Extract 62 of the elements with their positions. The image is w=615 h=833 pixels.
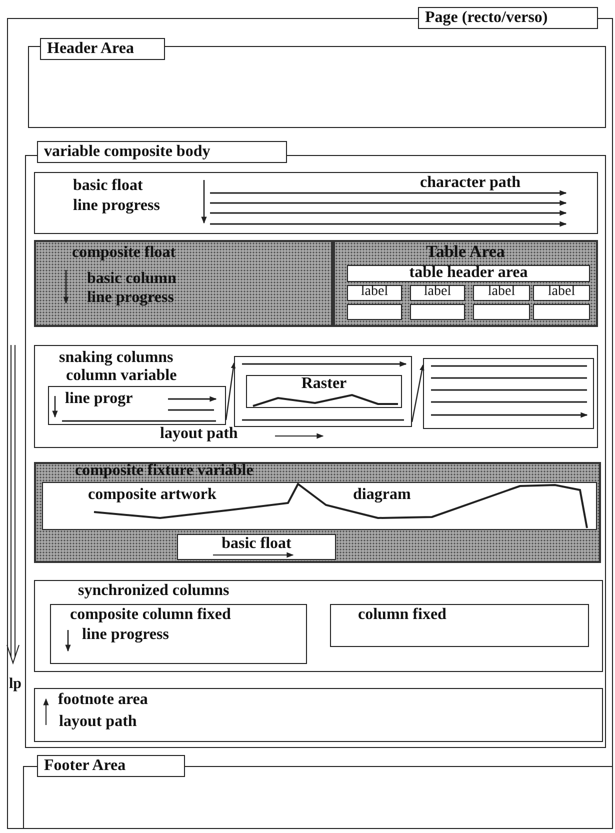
area-label: Table Area xyxy=(425,242,506,262)
table-header-cell xyxy=(347,265,590,282)
connector-line xyxy=(411,364,424,422)
composite-float-panel xyxy=(34,240,333,327)
table-cell xyxy=(347,304,402,320)
area-label: column variable xyxy=(66,367,177,386)
area-label: line progress xyxy=(82,626,169,644)
column-frame xyxy=(234,356,412,427)
area-label: layout path xyxy=(160,425,238,444)
area-label: basic column xyxy=(87,270,176,288)
area-title: variable composite body xyxy=(37,141,287,163)
table-label-cell xyxy=(533,285,590,301)
area-label: composite fixture variable xyxy=(75,462,254,480)
column-frame xyxy=(330,604,589,647)
artwork-frame xyxy=(42,482,597,530)
area-label: synchronized columns xyxy=(78,582,230,600)
area-label: column fixed xyxy=(358,606,446,624)
area-label: line progress xyxy=(73,197,160,216)
area-label: line progress xyxy=(87,289,174,308)
table-cell xyxy=(533,304,590,320)
area-label: snaking columns xyxy=(59,349,174,368)
footnote-area-frame xyxy=(34,688,603,742)
area-label: label xyxy=(360,284,390,300)
raster-frame xyxy=(246,375,402,408)
header-area-frame xyxy=(28,38,606,128)
area-title: Header Area xyxy=(40,38,165,60)
footer-area-frame xyxy=(23,755,613,829)
area-label: composite column fixed xyxy=(70,606,231,624)
column-frame xyxy=(50,604,307,664)
area-label: composite artwork xyxy=(88,486,216,504)
area-label: label xyxy=(422,284,452,300)
float-frame xyxy=(34,172,598,234)
area-title: Footer Area xyxy=(37,755,185,777)
table-area-panel xyxy=(333,240,598,327)
table-cell xyxy=(410,304,465,320)
area-label: footnote area xyxy=(58,691,148,710)
direction-label: lp xyxy=(9,676,22,693)
area-label: basic float xyxy=(220,535,292,554)
area-label: label xyxy=(486,284,516,300)
snaking-columns-frame xyxy=(34,345,598,448)
area-label: basic float xyxy=(73,177,143,196)
fixture-panel xyxy=(34,462,601,563)
area-label: composite float xyxy=(72,244,176,262)
column-frame xyxy=(423,358,594,429)
page-frame xyxy=(7,7,613,829)
column-frame xyxy=(48,386,226,425)
float-frame xyxy=(177,534,336,560)
area-label: table header area xyxy=(408,264,529,282)
synchronized-columns-frame xyxy=(34,580,603,672)
connector-line xyxy=(225,362,236,420)
area-title: Page (recto/verso) xyxy=(418,7,598,29)
table-label-cell xyxy=(473,285,530,301)
area-label: Raster xyxy=(300,375,348,394)
table-label-cell xyxy=(410,285,465,301)
area-label: diagram xyxy=(353,486,411,504)
area-label: line progr xyxy=(65,390,133,408)
area-label: layout path xyxy=(59,713,137,732)
body-frame xyxy=(25,141,606,748)
area-label: character path xyxy=(420,174,521,192)
area-label: label xyxy=(546,284,576,300)
table-cell xyxy=(473,304,530,320)
table-label-cell xyxy=(347,285,402,301)
